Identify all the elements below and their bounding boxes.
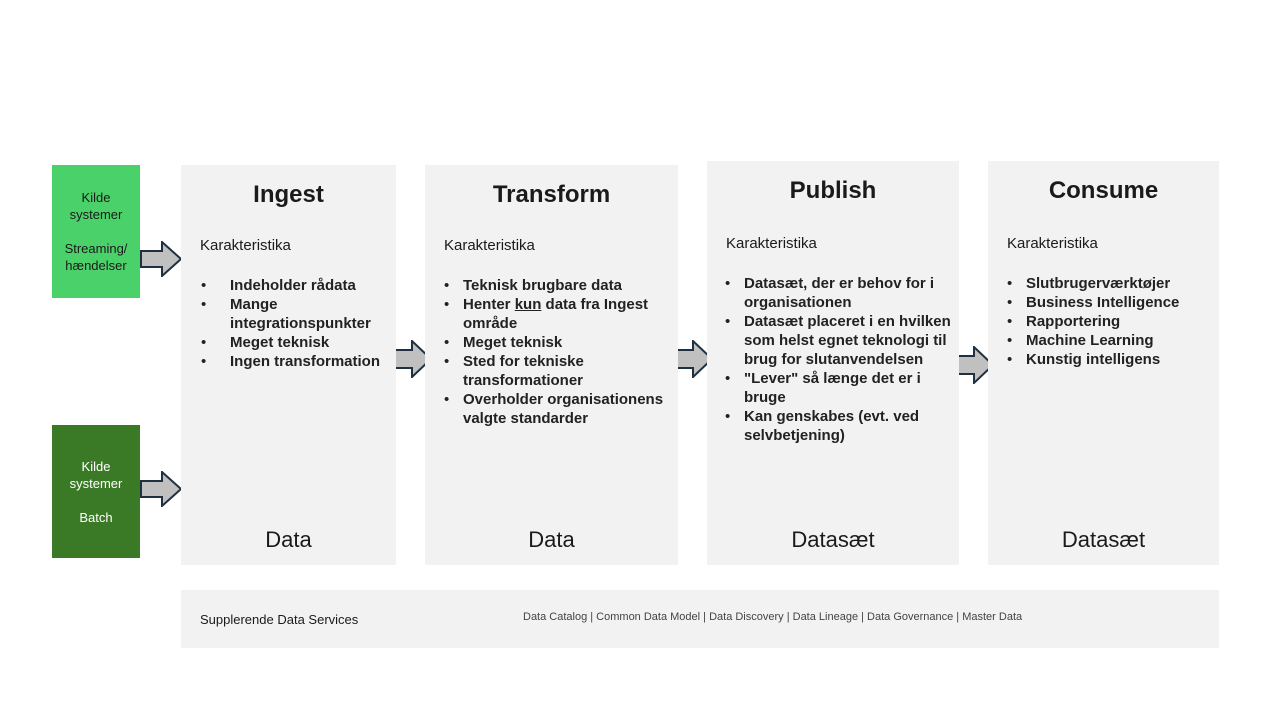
source-streaming-box: Kilde systemer Streaming/ hændelser [52,165,140,298]
arrow-streaming-to-ingest-icon [140,241,183,277]
stage-consume-heading: Karakteristika [1007,235,1098,252]
stage-consume-title: Consume [1048,177,1159,204]
source-batch-line3: Batch [79,509,113,525]
list-item: •Kan genskabes (evt. ved selvbetjening) [725,408,920,444]
stage-publish-heading: Karakteristika [726,235,817,252]
stage-transform-bullets: •Teknisk brugbare data •Henter kun data … [444,276,673,428]
list-item: •Ingen transformation [201,353,381,370]
stage-publish-panel: Publish Karakteristika •Datasæt, der er … [707,161,959,565]
list-item: •Overholder organisationens valgte stand… [444,391,664,427]
source-streaming-line4: hændelser [65,258,127,273]
source-streaming-line3: Streaming/ [64,241,128,256]
list-item: •Datasæt placeret i en hvilken som helst… [725,313,951,368]
stage-ingest-panel: Ingest Karakteristika •Indeholder rådata… [181,165,396,565]
list-item: •Datasæt, der er behov for i organisatio… [725,275,935,311]
list-item: •Rapportering [1007,313,1121,330]
stage-transform-title: Transform [492,181,611,208]
list-item: •Teknisk brugbare data [444,277,622,294]
stage-ingest-footer: Data [265,527,312,552]
source-batch-line1: Kilde [81,458,111,474]
stage-publish-footer: Datasæt [791,527,875,552]
source-streaming-line2: systemer [69,207,123,222]
stage-publish-title: Publish [789,177,877,204]
list-item: •Machine Learning [1007,332,1154,349]
supplementary-services-bar: Supplerende Data Services Data Catalog |… [181,590,1219,648]
stage-ingest-bullets: •Indeholder rådata •Mange integrationspu… [201,276,390,371]
services-items: Data Catalog | Common Data Model | Data … [523,611,1023,623]
source-batch-box: Kilde systemer Batch [52,425,140,558]
list-item: •Henter kun data fra Ingest område [444,296,649,332]
list-item: •"Lever" så længe det er i bruge [725,370,921,406]
source-streaming-line1: Kilde [81,190,111,205]
arrow-batch-to-ingest-icon [140,471,183,507]
stage-ingest-title: Ingest [253,181,324,208]
stage-transform-heading: Karakteristika [444,237,535,254]
services-label: Supplerende Data Services [200,612,359,627]
list-item: •Meget teknisk [201,334,330,351]
source-batch-line2: systemer [69,475,123,491]
list-item: •Meget teknisk [444,334,563,351]
list-item: •Business Intelligence [1007,294,1180,311]
stage-transform-footer: Data [528,527,575,552]
stage-publish-bullets: •Datasæt, der er behov for i organisatio… [725,274,956,445]
stage-consume-footer: Datasæt [1061,527,1146,552]
stage-consume-bullets: •Slutbrugerværktøjer •Business Intellige… [1007,274,1216,369]
list-item: •Sted for tekniske transformationer [444,353,584,389]
list-item: •Kunstig intelligens [1007,351,1161,368]
stage-consume-panel: Consume Karakteristika •Slutbrugerværktø… [988,161,1219,565]
stage-transform-panel: Transform Karakteristika •Teknisk brugba… [425,165,678,565]
list-item: •Slutbrugerværktøjer [1007,275,1171,292]
list-item: •Indeholder rådata [201,277,356,294]
list-item: •Mange integrationspunkter [201,296,371,332]
stage-ingest-heading: Karakteristika [200,237,291,254]
